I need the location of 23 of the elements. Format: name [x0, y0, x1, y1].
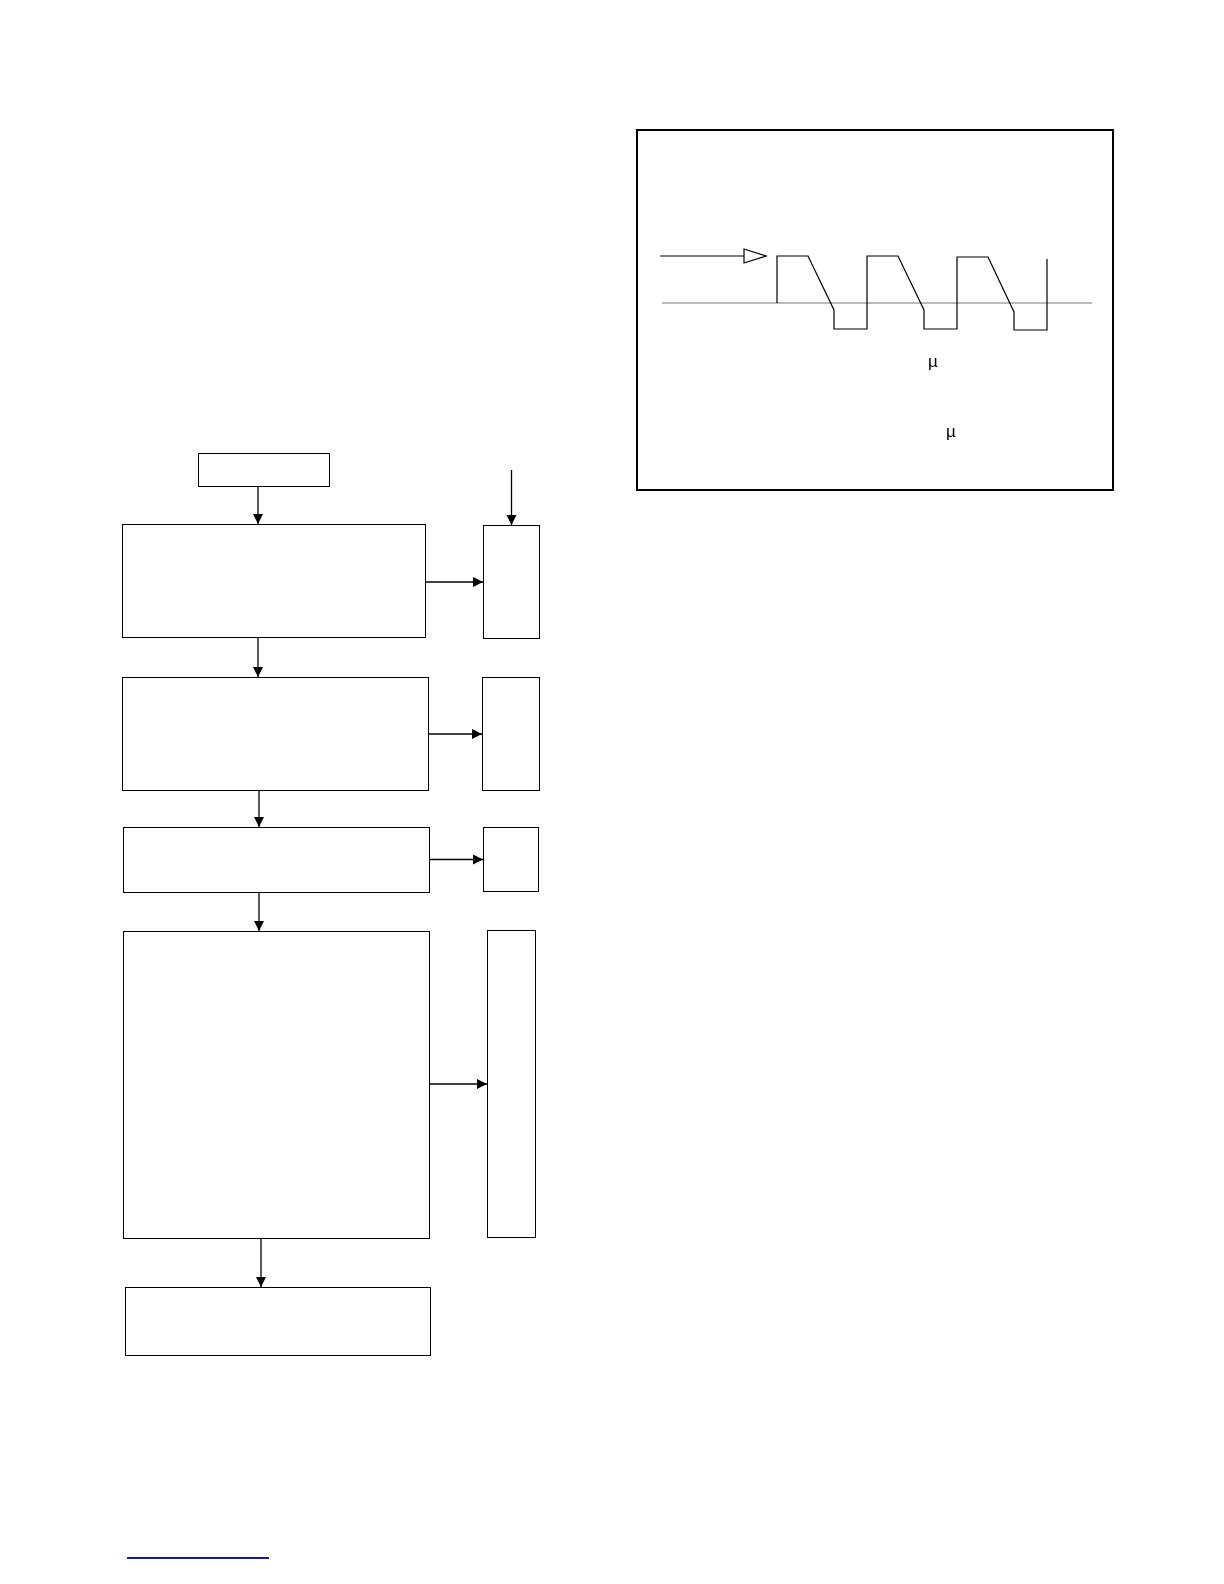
- unit-label: µ: [946, 423, 956, 440]
- process-box: [198, 453, 330, 487]
- arrow: [425, 576, 484, 588]
- arrow: [428, 728, 483, 740]
- arrow: [255, 1238, 267, 1288]
- process-box: [122, 524, 426, 638]
- arrow: [429, 854, 484, 865]
- arrow: [253, 892, 265, 932]
- arrow: [253, 790, 265, 828]
- arrow: [252, 637, 264, 678]
- process-box: [483, 525, 540, 639]
- unit-label: µ: [928, 353, 938, 370]
- arrow: [252, 486, 264, 525]
- process-box: [487, 930, 536, 1238]
- process-box: [125, 1287, 431, 1356]
- arrow: [506, 469, 517, 526]
- waveform-panel: [636, 129, 1114, 491]
- process-box: [122, 677, 429, 791]
- process-box: [483, 827, 539, 892]
- process-box: [123, 827, 430, 893]
- arrow: [429, 1078, 488, 1090]
- process-box: [482, 677, 540, 791]
- process-box: [123, 931, 430, 1239]
